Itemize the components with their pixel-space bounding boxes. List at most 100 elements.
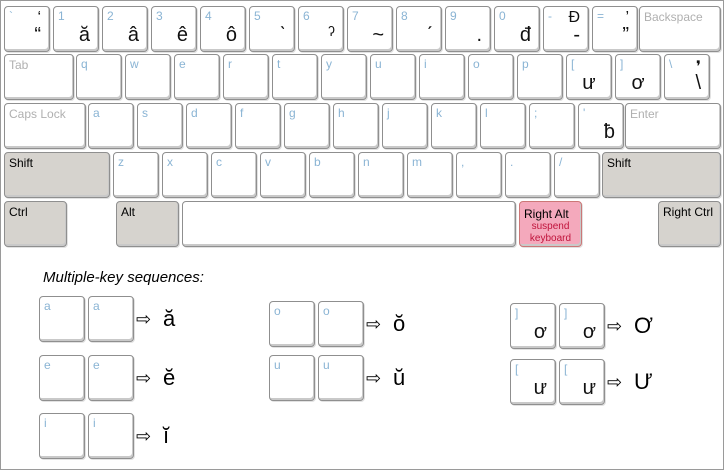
caps-lock-label: Caps Lock: [9, 107, 66, 121]
sequence-key: [ư: [510, 359, 556, 405]
key-equal[interactable]: =’”: [592, 6, 638, 52]
key-base-char: i: [424, 57, 427, 71]
key-altgr-char: ê: [176, 24, 188, 46]
keyboard-text: keyboard: [529, 233, 572, 244]
arrow-icon: ⇨: [136, 368, 152, 388]
key-e[interactable]: e: [174, 54, 220, 100]
key-base-char: 0: [499, 9, 506, 23]
key-o[interactable]: o: [468, 54, 514, 100]
key-quote[interactable]: 'ƀ: [578, 103, 624, 149]
key-shift-char: ‘: [37, 9, 41, 26]
sequence-key-char: i: [44, 416, 47, 430]
right-alt-key[interactable]: Right Alt suspend keyboard: [519, 201, 582, 247]
left-ctrl-key[interactable]: Ctrl: [4, 201, 67, 247]
key-base-char: s: [142, 106, 148, 120]
key-altgr-char: ƀ: [603, 121, 615, 143]
backspace-key[interactable]: Backspace: [639, 6, 721, 52]
key-d[interactable]: d: [186, 103, 232, 149]
left-shift-key[interactable]: Shift: [4, 152, 110, 198]
key-comma[interactable]: ,: [456, 152, 502, 198]
key-semicolon[interactable]: ;: [529, 103, 575, 149]
key-z[interactable]: z: [113, 152, 159, 198]
key-g[interactable]: g: [284, 103, 330, 149]
key-7[interactable]: 7~: [347, 6, 393, 52]
tab-key[interactable]: Tab: [4, 54, 74, 100]
key-rbracket[interactable]: ]ơ: [615, 54, 661, 100]
key-t[interactable]: t: [272, 54, 318, 100]
key-slash[interactable]: /: [554, 152, 600, 198]
sequence-key: a: [39, 296, 85, 342]
key-j[interactable]: j: [382, 103, 428, 149]
key-c[interactable]: c: [211, 152, 257, 198]
key-q[interactable]: q: [76, 54, 122, 100]
sequence-key-char: ]: [515, 306, 519, 320]
key-base-char: `: [9, 9, 13, 23]
key-base-char: 7: [352, 9, 359, 23]
key-h[interactable]: h: [333, 103, 379, 149]
key-base-char: w: [130, 57, 139, 71]
key-f[interactable]: f: [235, 103, 281, 149]
key-lbracket[interactable]: [ư: [566, 54, 612, 100]
key-u[interactable]: u: [370, 54, 416, 100]
key-base-char: 3: [156, 9, 163, 23]
key-x[interactable]: x: [162, 152, 208, 198]
key-9[interactable]: 9.: [445, 6, 491, 52]
key-base-char: u: [375, 57, 382, 71]
key-v[interactable]: v: [260, 152, 306, 198]
key-base-char: 1: [58, 9, 65, 23]
left-alt-key[interactable]: Alt: [116, 201, 179, 247]
backspace-label: Backspace: [644, 10, 703, 24]
sequence-key-char: [: [515, 362, 519, 376]
key-k[interactable]: k: [431, 103, 477, 149]
caps-lock-key[interactable]: Caps Lock: [4, 103, 86, 149]
right-shift-key[interactable]: Shift: [602, 152, 721, 198]
sequence-key: ]ơ: [559, 303, 605, 349]
enter-key[interactable]: Enter: [625, 103, 721, 149]
key-base-char: c: [216, 155, 222, 169]
key-s[interactable]: s: [137, 103, 183, 149]
sequence-key-char: [: [564, 362, 568, 376]
sequence-key: a: [88, 296, 134, 342]
key-m[interactable]: m: [407, 152, 453, 198]
right-ctrl-key[interactable]: Right Ctrl: [658, 201, 721, 247]
key-r[interactable]: r: [223, 54, 269, 100]
key-base-char: 6: [303, 9, 310, 23]
key-w[interactable]: w: [125, 54, 171, 100]
suspend-text: suspend: [531, 221, 570, 232]
key-base-char: -: [548, 9, 552, 23]
key-base-char: g: [289, 106, 296, 120]
key-p[interactable]: p: [517, 54, 563, 100]
key-base-char: /: [559, 155, 563, 169]
key-base-char: d: [191, 106, 198, 120]
sequence-key-altgr-char: ư: [533, 377, 547, 399]
key-a[interactable]: a: [88, 103, 134, 149]
space-key[interactable]: [182, 201, 516, 247]
key-base-char: 2: [107, 9, 114, 23]
key-b[interactable]: b: [309, 152, 355, 198]
key-minus[interactable]: -Đ-: [543, 6, 589, 52]
key-l[interactable]: l: [480, 103, 526, 149]
key-base-char: \: [669, 57, 673, 71]
arrow-icon: ⇨: [607, 372, 623, 392]
key-n[interactable]: n: [358, 152, 404, 198]
key-base-char: 9: [450, 9, 457, 23]
key-base-char: y: [326, 57, 332, 71]
key-base-char: o: [473, 57, 480, 71]
key-i[interactable]: i: [419, 54, 465, 100]
key-grave[interactable]: `‘“: [4, 6, 50, 52]
key-y[interactable]: y: [321, 54, 367, 100]
sequence-key: [ư: [559, 359, 605, 405]
sequence-result: ă: [163, 306, 176, 331]
key-base-char: p: [522, 57, 529, 71]
key-backslash[interactable]: \❜\: [664, 54, 710, 100]
key-period[interactable]: .: [505, 152, 551, 198]
